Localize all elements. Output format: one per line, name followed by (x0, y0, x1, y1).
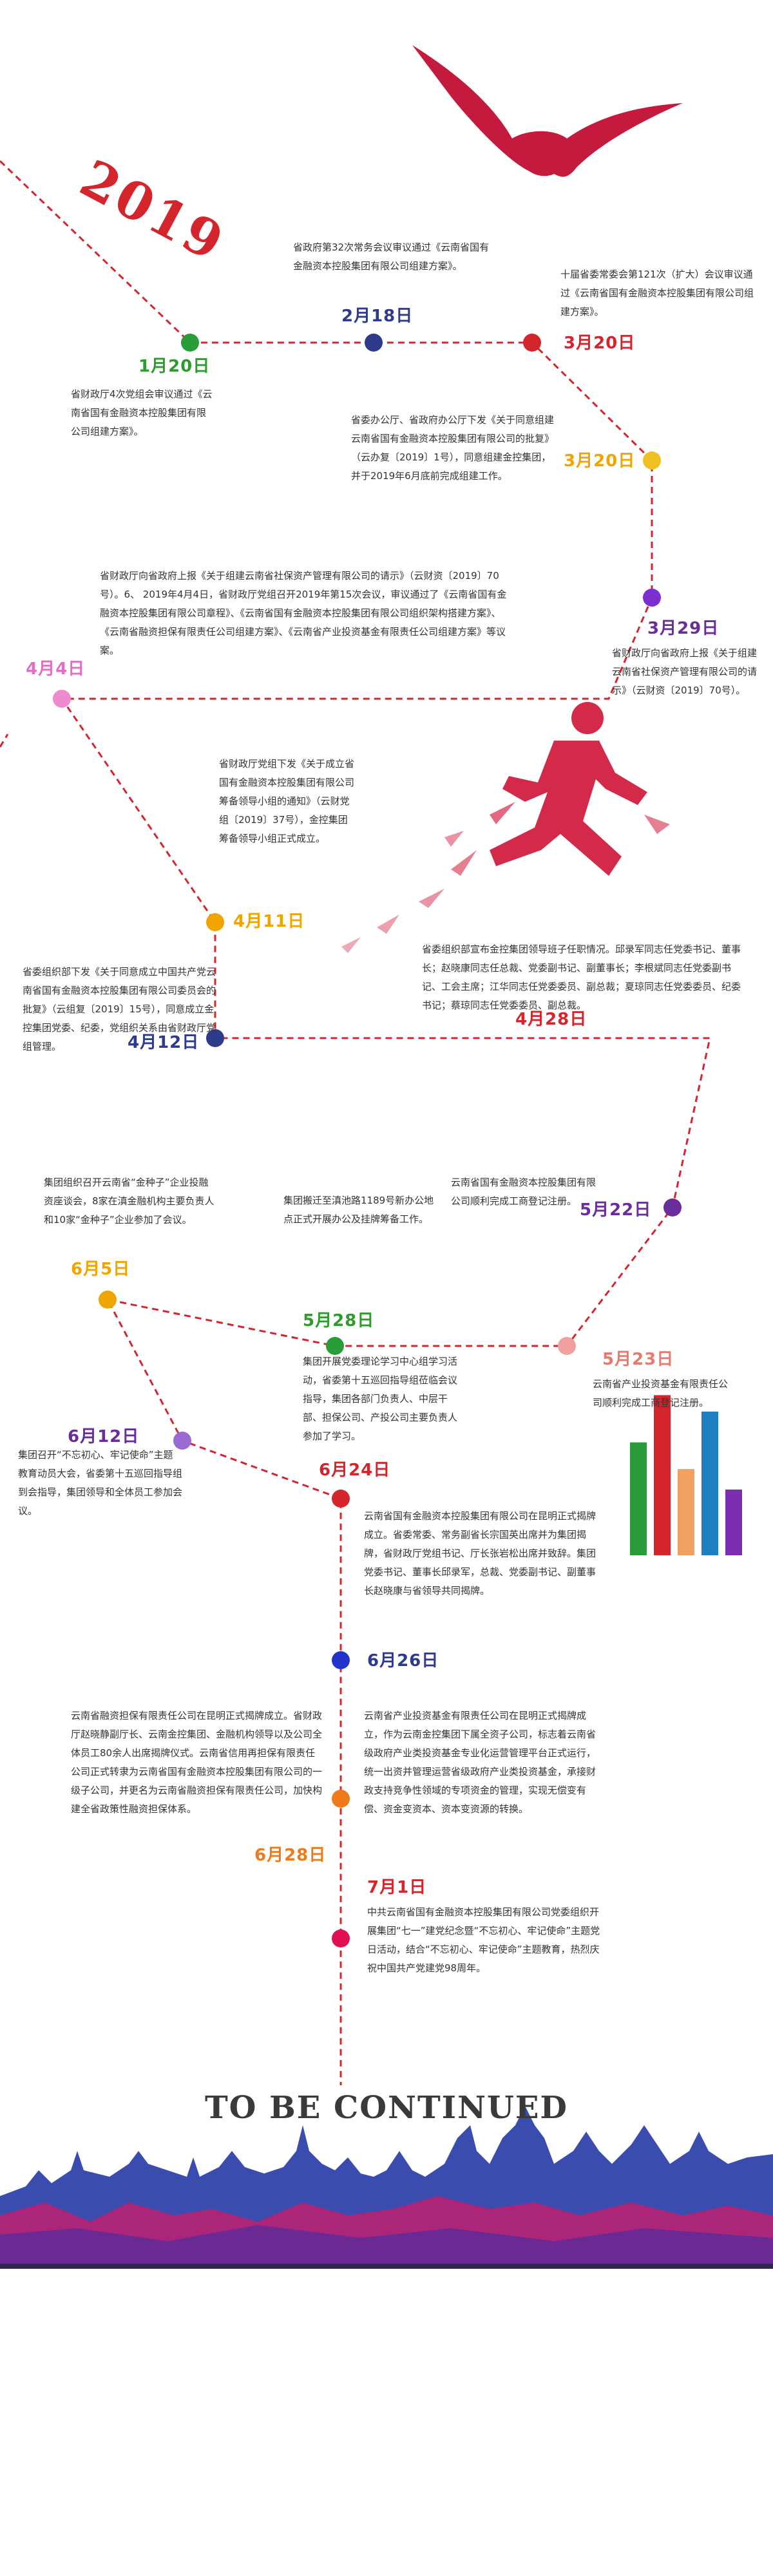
timeline-dot (558, 1337, 576, 1355)
event-date: 5月28日 (303, 1311, 375, 1331)
bar (630, 1442, 647, 1555)
city-skyline (0, 2106, 773, 2269)
timeline-dot (326, 1337, 344, 1355)
event-date: 4月11日 (233, 912, 305, 931)
event-text: 集团召开“不忘初心、牢记使命”主题教育动员大会，省委第十五巡回指导组到会指导，集… (18, 1449, 183, 1517)
event-text: 省委组织部下发《关于同意成立中国共产党云南省国有金融资本控股集团有限公司委员会的… (23, 966, 216, 1052)
bar (678, 1469, 694, 1555)
bar (654, 1395, 671, 1555)
bar (701, 1411, 718, 1555)
event-date: 5月22日 (580, 1200, 652, 1220)
event-text: 省财政厅向省政府上报《关于组建云南省社保资产管理有限公司的请示》（云财资〔201… (612, 647, 758, 696)
event-date: 4月12日 (128, 1033, 200, 1052)
timeline-dot (332, 1790, 350, 1808)
timeline-dot (332, 1490, 350, 1508)
timeline-dot (643, 451, 661, 469)
bird-icon (412, 45, 683, 177)
event-text: 省委办公厅、省政府办公厅下发《关于同意组建云南省国有金融资本控股集团有限公司的批… (351, 414, 555, 482)
event-date: 3月29日 (647, 619, 720, 638)
event-text: 云南省融资担保有限责任公司在昆明正式揭牌成立。省财政厅赵晓静副厅长、云南金控集团… (71, 1710, 323, 1815)
timeline-dot (523, 334, 541, 352)
timeline-dot (53, 690, 71, 708)
to-be-continued-title: TO BE CONTINUED (204, 2090, 569, 2126)
timeline-dot (173, 1432, 191, 1450)
event-text: 省财政厅党组下发《关于成立省国有金融资本控股集团有限公司筹备领导小组的通知》（云… (219, 758, 355, 844)
event-text: 集团搬迁至滇池路1189号新办公地点正式开展办公及挂牌筹备工作。 (283, 1195, 434, 1225)
bar (725, 1490, 742, 1555)
event-text: 集团开展党委理论学习中心组学习活动，省委第十五巡回指导组莅临会议指导，集团各部门… (303, 1356, 458, 1442)
event-date: 4月4日 (26, 659, 86, 679)
event-date: 6月12日 (68, 1427, 140, 1446)
event-text: 省政府第32次常务会议审议通过《云南省国有金融资本控股集团有限公司组建方案》。 (293, 242, 490, 272)
event-text: 云南省产业投资基金有限责任公司顺利完成工商登记注册。 (593, 1378, 729, 1408)
event-date: 6月24日 (319, 1461, 391, 1480)
event-date: 2月18日 (341, 307, 414, 326)
event-date: 6月28日 (254, 1846, 327, 1865)
event-date: 4月28日 (515, 1010, 587, 1029)
timeline-dot (332, 1651, 350, 1669)
timeline-dot (99, 1291, 117, 1309)
timeline-path (0, 160, 711, 2085)
event-date: 7月1日 (367, 1878, 427, 1897)
decorative-bar-chart (630, 1395, 742, 1555)
timeline-dot (206, 913, 224, 931)
timeline-dot (663, 1198, 682, 1217)
event-text: 省财政厅4次党组会审议通过《云南省国有金融资本控股集团有限公司组建方案》。 (71, 388, 213, 437)
event-date: 5月23日 (602, 1350, 674, 1369)
event-text: 省委组织部宣布金控集团领导班子任职情况。邱录军同志任党委书记、董事长；赵晓康同志… (422, 943, 741, 1011)
runner-icon (341, 702, 670, 953)
event-date: 3月20日 (564, 334, 636, 353)
timeline-edge-left (0, 734, 9, 748)
event-date: 3月20日 (564, 451, 636, 471)
event-text: 集团组织召开云南省“金种子”企业投融资座谈会，8家在滇金融机构主要负责人和10家… (44, 1177, 215, 1226)
timeline-dot (206, 1029, 224, 1047)
event-date: 6月5日 (71, 1260, 131, 1279)
event-text: 云南省国有金融资本控股集团有限公司顺利完成工商登记注册。 (451, 1177, 596, 1207)
event-text: 十届省委常委会第121次（扩大）会议审议通过《云南省国有金融资本控股集团有限公司… (560, 269, 754, 317)
event-date: 1月20日 (138, 357, 211, 376)
timeline-dot (181, 334, 199, 352)
event-text: 云南省产业投资基金有限责任公司在昆明正式揭牌成立，作为云南金控集团下属全资子公司… (364, 1710, 596, 1815)
timeline-dot (332, 1929, 350, 1947)
event-text: 云南省国有金融资本控股集团有限公司在昆明正式揭牌成立。省委常委、常务副省长宗国英… (364, 1510, 596, 1596)
event-date: 6月26日 (367, 1651, 439, 1671)
event-text: 省财政厅向省政府上报《关于组建云南省社保资产管理有限公司的请示》（云财资〔201… (100, 570, 507, 656)
event-text: 中共云南省国有金融资本控股集团有限公司党委组织开展集团“七一”建党纪念暨“不忘初… (367, 1906, 600, 1974)
timeline-dot (643, 589, 661, 607)
timeline-dot (365, 334, 383, 352)
